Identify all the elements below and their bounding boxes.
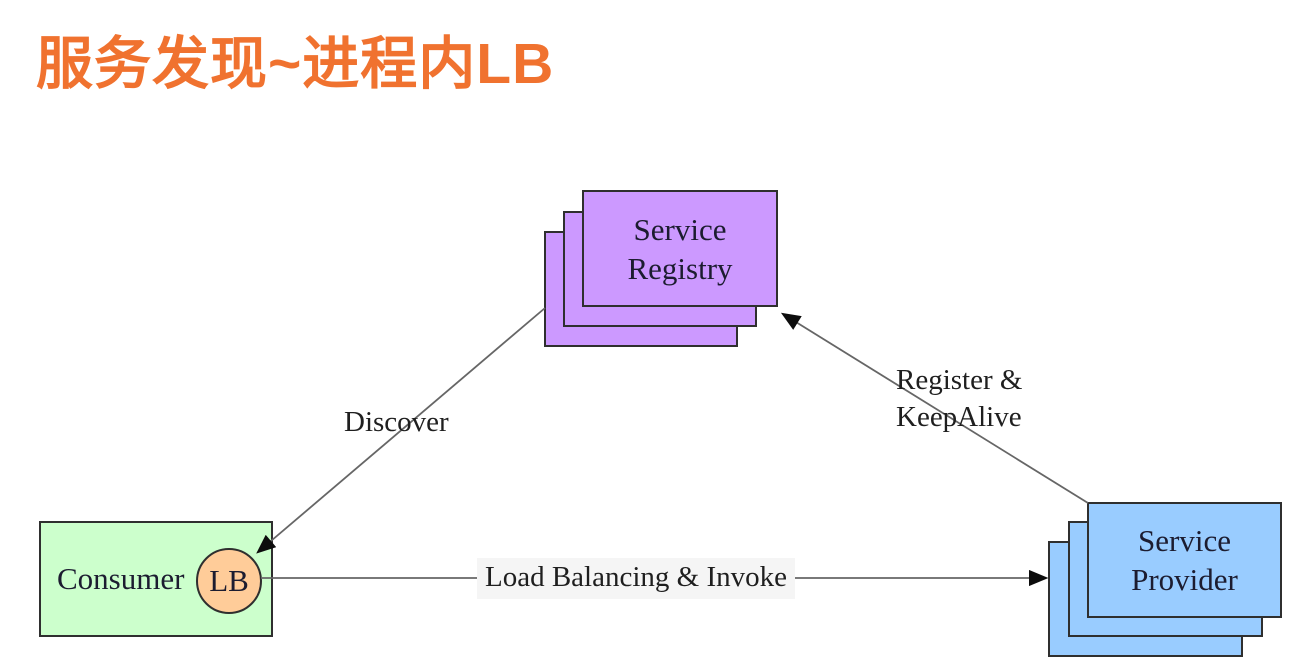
lb-label: LB bbox=[209, 563, 249, 598]
edge-discover-label: Discover bbox=[344, 406, 449, 438]
node-service-registry: Service Registry bbox=[582, 190, 778, 307]
registry-label: Service Registry bbox=[627, 211, 733, 286]
edge-register-label: Register & KeepAlive bbox=[896, 364, 1023, 433]
node-consumer: Consumer LB bbox=[39, 521, 273, 637]
consumer-label: Consumer bbox=[57, 561, 185, 596]
page-title: 服务发现~进程内LB bbox=[36, 32, 555, 96]
node-service-provider: Service Provider bbox=[1087, 502, 1282, 618]
node-lb-circle: LB bbox=[196, 548, 262, 614]
provider-label: Service Provider bbox=[1131, 523, 1238, 597]
edge-invoke-label: Load Balancing & Invoke bbox=[477, 558, 795, 599]
